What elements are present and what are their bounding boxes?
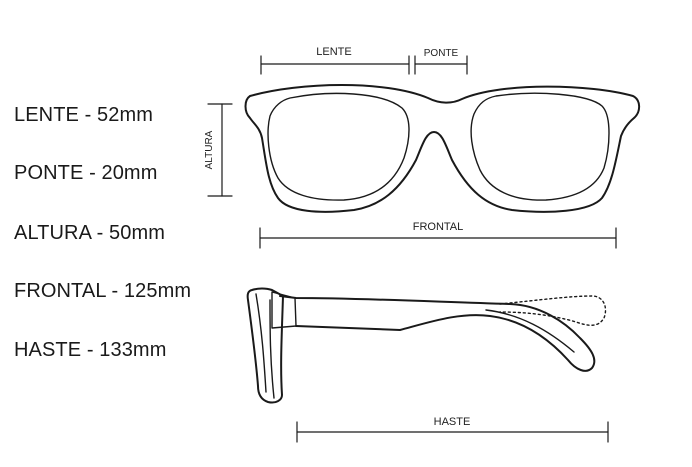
front-view [244, 84, 641, 213]
spec-value: 133mm [99, 339, 167, 361]
spec-haste: HASTE - 133mm [14, 339, 166, 362]
front-frame-outline [244, 84, 641, 213]
spec-ponte: PONTE - 20mm [14, 162, 157, 185]
spec-altura: ALTURA - 50mm [14, 222, 165, 245]
dimension-labels: LENTE PONTE ALTURA FRONTAL HASTE [204, 46, 470, 428]
haste-dim-label: HASTE [434, 416, 471, 428]
spec-label: FRONTAL [14, 280, 106, 302]
side-view [246, 287, 607, 404]
spec-label: HASTE [14, 339, 82, 361]
front-right-lens [470, 92, 610, 201]
side-temple-inner [485, 309, 575, 353]
spec-label: LENTE [14, 104, 79, 126]
spec-value: 20mm [101, 162, 158, 184]
spec-frontal: FRONTAL - 125mm [14, 280, 191, 303]
front-left-lens [267, 92, 410, 201]
spec-separator: - [105, 280, 124, 302]
spec-label: ALTURA [14, 222, 91, 244]
spec-value: 125mm [123, 280, 192, 302]
lente-dim-label: LENTE [316, 46, 351, 58]
side-temple-arm [279, 295, 596, 372]
spec-separator: - [81, 339, 100, 361]
ponte-dim-label: PONTE [424, 48, 459, 59]
spec-separator: - [90, 222, 109, 244]
frontal-dim-label: FRONTAL [413, 221, 464, 233]
spec-lente: LENTE - 52mm [14, 104, 153, 127]
spec-value: 52mm [97, 104, 154, 126]
spec-separator: - [78, 104, 98, 126]
spec-separator: - [83, 162, 102, 184]
spec-label: PONTE [14, 162, 84, 184]
side-temple-tip-dotted [499, 295, 607, 326]
side-rim-inner [255, 293, 267, 393]
measurement-list: LENTE - 52mm PONTE - 20mm ALTURA - 50mm … [14, 0, 234, 467]
spec-value: 50mm [109, 222, 165, 244]
side-rim-inner-2 [269, 299, 275, 399]
altura-dim-label: ALTURA [204, 130, 215, 169]
dimension-lines [207, 55, 617, 443]
